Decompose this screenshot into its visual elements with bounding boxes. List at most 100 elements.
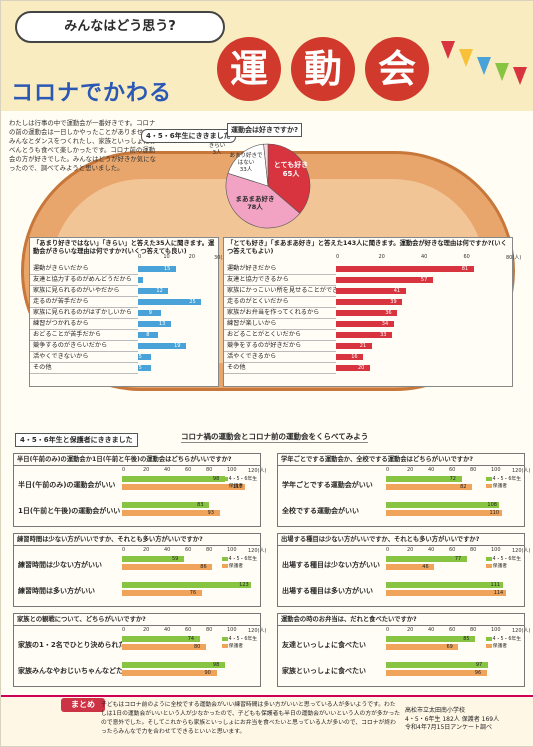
row-label: 家族に見られるのがいやだから [30,286,138,297]
data-bar [138,365,151,371]
axis-tick: 20 [378,254,385,260]
axis-tick: 40 [428,467,435,473]
data-label: 5 [138,365,142,371]
axis-tick: 60 [185,627,192,633]
axis-tick: 100 [491,627,501,633]
summary-text: 子どもはコロナ前のように全校でする運動会がいい練習時間は多い方がいいと思っている… [101,702,401,735]
legend: 4・5・6年生保護者 [485,636,521,650]
data-bar [336,277,433,283]
data-bar [386,556,467,562]
axis-tick: 20 [143,627,150,633]
axis-tick: 20 [407,467,414,473]
data-bar [138,354,151,360]
data-bar [122,636,200,642]
axis-tick: 0 [122,547,126,553]
survey-label: 4・5・6年生にききました [141,129,236,143]
legend: 4・5・6年生保護者 [221,556,257,570]
axis-tick: 60 [185,547,192,553]
comparison-title: 家族との観戦について、どちらがいいですか? [14,614,260,626]
legend-parents: 保護者 [492,564,508,569]
data-label: 83 [197,502,204,508]
data-bar [336,321,394,327]
data-label: 15 [164,266,171,272]
axis-tick: 120(人) [248,628,267,634]
comparison-row-label: 学年ごとでする運動会がいい [282,481,373,489]
row-label: その他 [224,363,336,374]
comparison-title: 学年ごとでする運動会か、全校でする運動会はどちらがいいですか? [278,454,524,466]
axis-tick: 0 [138,254,142,260]
legend-parents: 保護者 [228,644,244,649]
data-bar [336,299,403,305]
data-bar [122,484,245,490]
data-bar [122,590,202,596]
legend-students: 4・5・6年生 [492,477,521,482]
legend: 4・5・6年生保護者 [485,476,521,490]
data-bar [336,343,372,349]
title-char-3: 会 [365,37,429,101]
data-bar [122,476,225,482]
data-bar [122,644,206,650]
comparison-row-label: 家族といっしょに食べたい [282,667,366,675]
legend-parents: 保護者 [228,484,244,489]
axis-tick: 20 [407,547,414,553]
row-label: 走るのが苦手だから [30,297,138,308]
data-bar [138,310,161,316]
legend-parents: 保護者 [228,564,244,569]
axis-tick: 120(人) [512,548,531,554]
data-label: 9 [148,310,152,316]
axis-tick: 80 [206,467,213,473]
data-label: 5 [138,354,142,360]
data-label: 69 [446,644,453,650]
axis-tick: 100 [491,467,501,473]
comparison-row-label: 出場する種目は少ない方がいい [282,561,380,569]
row-label: 練習が楽しいから [224,319,336,330]
axis-tick: 60 [449,547,456,553]
data-label: 90 [204,670,211,676]
summary-tag: まとめ [61,698,105,712]
data-label: 82 [460,484,467,490]
pie-chart [225,143,311,229]
data-label: 59 [171,556,179,562]
data-label: 36 [385,310,392,316]
chart-row: 家族にかっこいい所を見せることができるから41 [224,286,514,297]
data-bar [138,332,159,338]
pie-slice [227,143,269,187]
data-bar [122,510,220,516]
axis-tick: 0 [336,254,340,260]
axis-tick: 20 [143,547,150,553]
axis-tick: 120(人) [512,468,531,474]
row-label: その他 [30,363,138,374]
data-bar [336,354,364,360]
legend: 4・5・6年生保護者 [221,636,257,650]
data-bar [386,564,435,570]
data-bar [138,288,169,294]
data-label: 117 [232,484,243,490]
axis-tick: 60 [463,254,470,260]
data-label: 12 [156,288,163,294]
legend-parents: 保護者 [492,484,508,489]
axis-tick: 120(人) [512,628,531,634]
data-bar [336,266,474,272]
title-char-1: 運 [217,37,281,101]
comparison-row-label: 半日(午前のみ)の運動会がいい [18,481,116,489]
axis-tick: 20 [188,254,196,260]
axis-tick: 40 [164,627,171,633]
row-label: 家族がお弁当を作ってくれるから [224,308,336,319]
comparison-row-label: 友達といっしょに食べたい [282,641,366,649]
comparison-row-label: 1日(午前と午後)の運動会がいい [18,507,121,515]
comparison-row-label: 練習時間は多い方がいい [18,587,95,595]
data-label: 74 [187,636,195,642]
